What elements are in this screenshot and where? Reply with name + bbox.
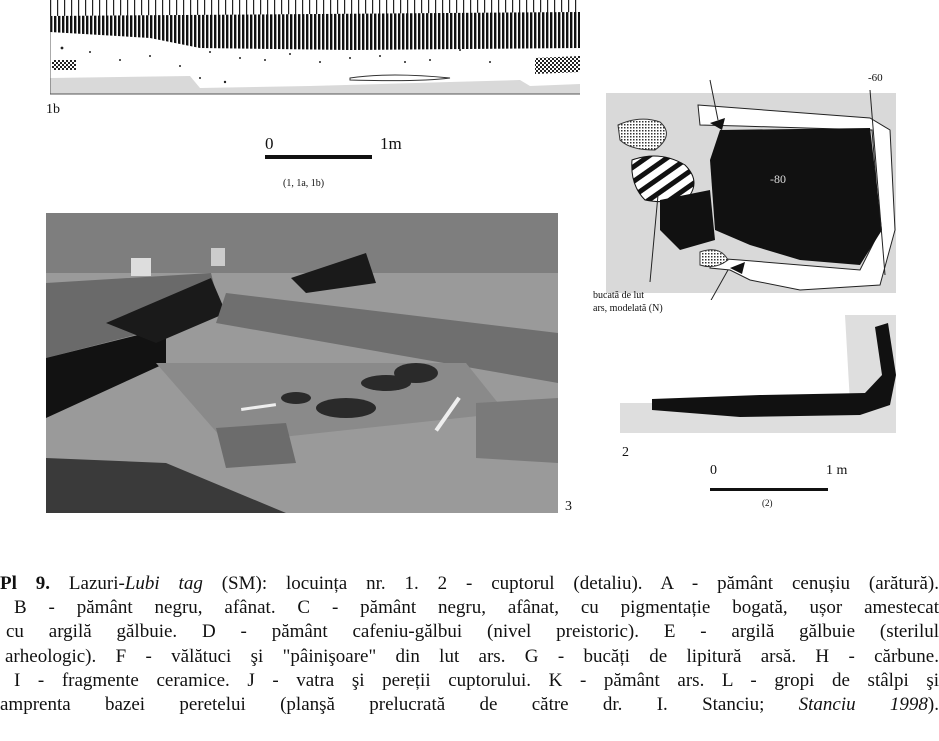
annotation-line-1: bucată de lut — [593, 290, 645, 301]
caption-text: Lazuri- — [50, 573, 125, 594]
scale-end-label: 1m — [380, 134, 402, 153]
site-name-italic: Lubi tag — [124, 573, 203, 594]
oven-section-drawing — [620, 315, 900, 445]
oven-plan-graphic — [606, 79, 896, 303]
depth-label-upper: -60 — [868, 72, 883, 84]
scale-start-label: 0 — [265, 134, 274, 153]
scale2-note: (2) — [762, 498, 773, 508]
caption-line-6: amprenta bazei peretelui (planşă prelucr… — [0, 693, 939, 717]
scale2-bar — [710, 488, 828, 491]
scale2-end-label: 1 m — [826, 463, 848, 478]
caption-line-2: B - pământ negru, afânat. C - pământ neg… — [14, 597, 939, 619]
depth-label-center: -80 — [770, 172, 786, 186]
caption-text: (SM): locuința nr. 1. 2 - cuptorul (deta… — [202, 573, 939, 594]
scale-note: (1, 1a, 1b) — [283, 178, 325, 189]
scale-bar — [265, 155, 372, 159]
caption-line-1: Pl 9. Lazuri-Lubi tag (SM): locuința nr.… — [0, 572, 939, 596]
annotation-line-2: ars, modelată (N) — [593, 303, 663, 314]
figure-label-3: 3 — [565, 499, 572, 514]
excavation-photo — [46, 213, 558, 513]
caption-line-3: cu argilă gălbuie. D - pământ cafeniu-gă… — [6, 621, 939, 643]
caption-text: amprenta bazei peretelui (planşă prelucr… — [0, 694, 799, 716]
oven-section-graphic — [620, 315, 896, 433]
figure-label-2: 2 — [622, 445, 629, 460]
photo-graphic — [46, 213, 558, 513]
oven-plan-drawing — [600, 70, 900, 303]
caption-line-4: arheologic). F - vălătuci şi "pâinişoare… — [5, 645, 939, 667]
stratigraphy-section-graphic — [49, 0, 580, 95]
figure-label-1b: 1b — [46, 102, 60, 117]
plate-caption: Pl 9. Lazuri-Lubi tag (SM): locuința nr.… — [0, 572, 939, 717]
plate-number: Pl 9. — [0, 573, 51, 594]
caption-line-5: I - fragmente ceramice. J - vatra şi per… — [14, 669, 939, 691]
caption-text: ). — [927, 694, 939, 716]
section-drawing-1b — [49, 0, 580, 98]
scale2-start-label: 0 — [710, 463, 717, 478]
citation-italic: Stanciu 1998 — [798, 694, 928, 716]
